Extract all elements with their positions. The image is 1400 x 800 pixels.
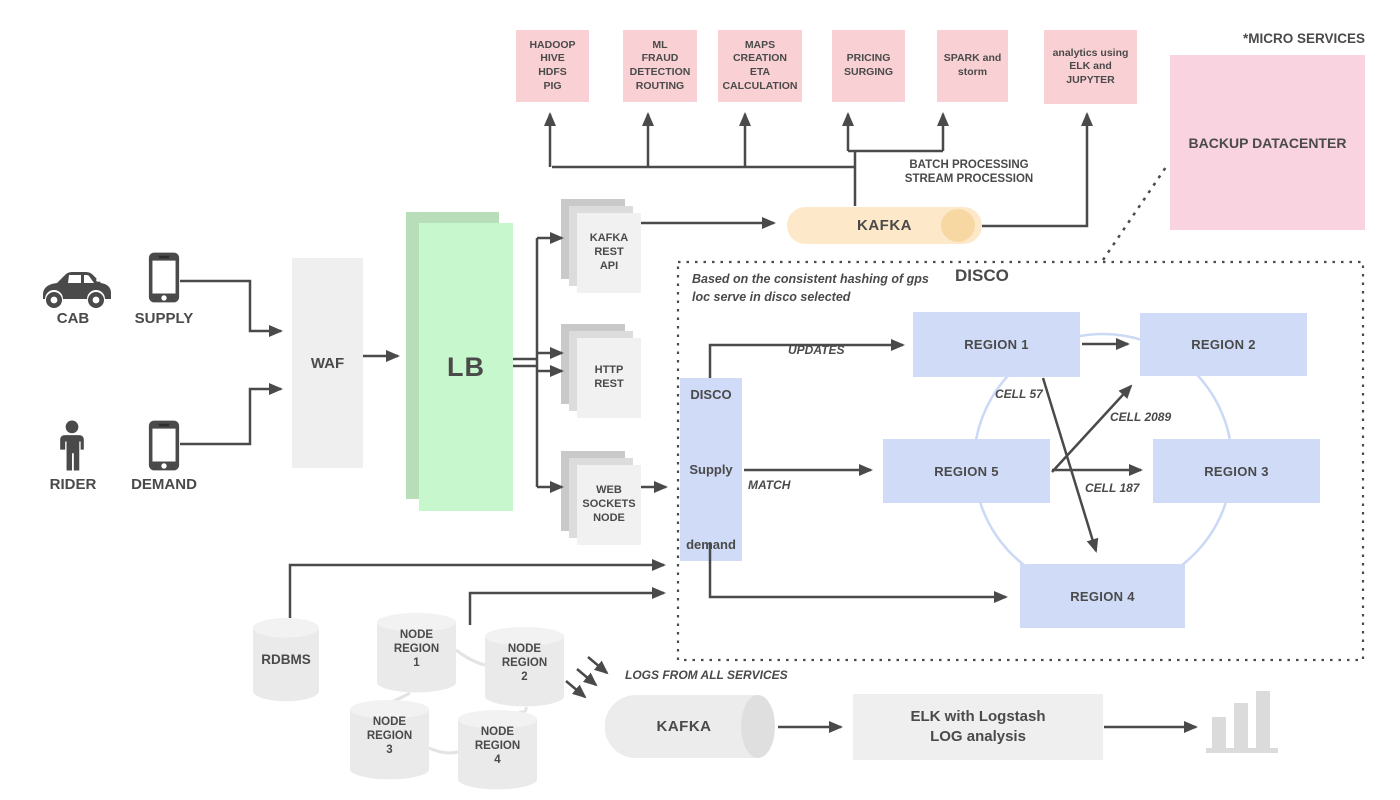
supply-phone-icon	[148, 252, 180, 303]
arrow-nodes-to-disco	[468, 587, 666, 625]
service-box-ml: ML FRAUD DETECTION ROUTING	[623, 30, 697, 102]
logs-arrow	[576, 668, 598, 687]
cell-2089-label: CELL 2089	[1110, 410, 1172, 424]
arrow-demand-to-region4	[708, 543, 1008, 603]
kafka-log-cylinder: KAFKA	[604, 695, 777, 758]
demand-phone-icon	[148, 420, 180, 471]
arrow-region1-to-region4	[1041, 377, 1099, 553]
region-4-box: REGION 4	[1020, 564, 1185, 628]
rider-icon	[60, 420, 84, 471]
disco-note: Based on the consistent hashing of gps l…	[692, 272, 929, 304]
logs-arrow	[587, 656, 609, 675]
arrow-region5-to-region2	[1051, 384, 1133, 473]
demand-label: DEMAND	[131, 476, 197, 493]
arrow-demand-to-waf	[180, 383, 283, 446]
disco-title: DISCO	[955, 266, 1009, 285]
batch-processing-label: BATCH PROCESSING STREAM PROCESSION	[904, 159, 1034, 186]
gateway-disco-label: DISCO	[690, 387, 732, 402]
node-region-2-cylinder: NODE REGION 2	[485, 627, 564, 707]
gateway-supply-label: Supply	[689, 462, 733, 477]
stack-label: KAFKA REST API	[577, 213, 641, 293]
web-sockets-node-stack: WEB SOCKETS NODE	[561, 451, 641, 545]
node-region-4-cylinder: NODE REGION 4	[458, 710, 537, 790]
supply-label: SUPPLY	[134, 310, 194, 327]
backup-dashed-link	[1101, 166, 1168, 261]
disco-gateway-box: DISCO Supply demand	[680, 378, 742, 561]
arrow-rdbms-to-disco	[288, 559, 666, 618]
service-box-pricing: PRICING SURGING	[832, 30, 905, 102]
rdbms-cylinder: RDBMS	[253, 618, 319, 702]
cell-57-label: CELL 57	[995, 387, 1043, 401]
match-edge-label: MATCH	[748, 478, 791, 492]
node-region-1-label: NODE REGION 1	[393, 629, 440, 669]
lb-box: LB	[419, 223, 513, 511]
bar-chart-icon	[1206, 691, 1278, 753]
region-1-box: REGION 1	[913, 312, 1080, 377]
cell-187-label: CELL 187	[1085, 481, 1140, 495]
logs-from-services-label: LOGS FROM ALL SERVICES	[625, 668, 788, 682]
logs-arrow	[565, 680, 587, 699]
service-box-maps: MAPS CREATION ETA CALCULATION	[718, 30, 802, 102]
cylinder-shape	[604, 695, 775, 758]
elk-logstash-box: ELK with Logstash LOG analysis	[853, 694, 1103, 760]
node-region-3-label: NODE REGION 3	[366, 716, 413, 756]
stack-label: WEB SOCKETS NODE	[577, 465, 641, 545]
cab-label: CAB	[56, 310, 90, 327]
node-region-3-cylinder: NODE REGION 3	[350, 700, 429, 780]
gateway-demand-label: demand	[686, 537, 736, 552]
cylinder-shape	[458, 710, 537, 790]
backup-datacenter-box: BACKUP DATACENTER	[1170, 55, 1365, 230]
rdbms-label: RDBMS	[261, 652, 311, 667]
kafka-log-label: KAFKA	[656, 718, 712, 735]
updates-edge-label: UPDATES	[788, 343, 845, 357]
rider-label: RIDER	[49, 476, 97, 493]
region-2-box: REGION 2	[1140, 313, 1307, 376]
kafka-pill-knob	[941, 209, 975, 242]
region-5-box: REGION 5	[883, 439, 1050, 503]
region-3-box: REGION 3	[1153, 439, 1320, 503]
kafka-rest-api-stack: KAFKA REST API	[561, 199, 641, 293]
http-rest-stack: HTTP REST	[561, 324, 641, 418]
node-region-4-label: NODE REGION 4	[474, 726, 521, 766]
node-region-1-cylinder: NODE REGION 1	[377, 613, 456, 693]
micro-services-title: *MICRO SERVICES	[1242, 31, 1365, 46]
stack-label: HTTP REST	[577, 338, 641, 418]
node-ring-curve	[455, 648, 486, 667]
cylinder-shape	[485, 627, 564, 707]
service-box-analytics: analytics using ELK and JUPYTER	[1044, 30, 1137, 104]
cylinder-shape	[253, 618, 319, 702]
cylinder-shape	[350, 700, 429, 780]
service-box-hadoop: HADOOP HIVE HDFS PIG	[516, 30, 589, 102]
node-ring-curve	[428, 746, 459, 755]
service-box-spark: SPARK and storm	[937, 30, 1008, 102]
cab-icon	[43, 272, 111, 308]
waf-box: WAF	[292, 258, 363, 468]
node-region-2-label: NODE REGION 2	[501, 643, 548, 683]
